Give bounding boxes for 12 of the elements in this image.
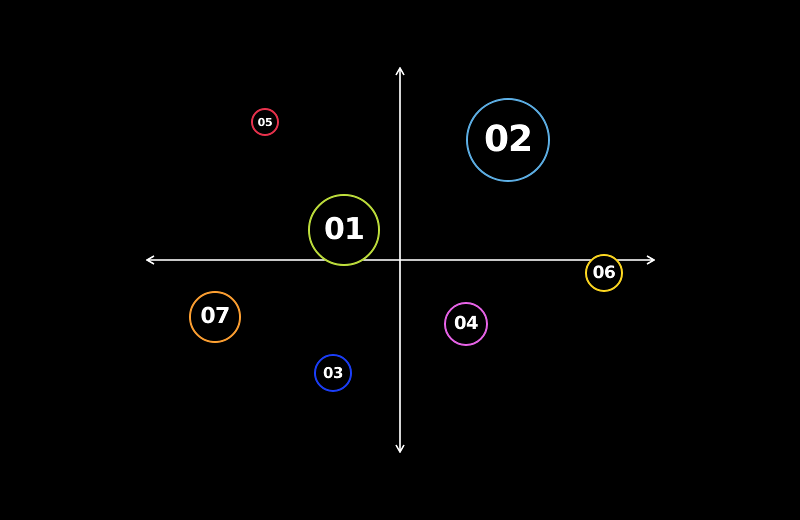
circle-node <box>251 108 279 136</box>
circle-node <box>585 254 623 292</box>
node-number: 03 <box>323 366 343 380</box>
circle-node <box>444 302 488 346</box>
node-number: 06 <box>592 264 616 282</box>
node-number: 02 <box>484 122 532 158</box>
node-number: 05 <box>258 116 272 128</box>
node-number: 07 <box>200 306 230 328</box>
circle-node <box>314 354 352 392</box>
node-number: 04 <box>454 315 478 333</box>
node-number: 01 <box>324 215 364 245</box>
circle-node <box>189 291 241 343</box>
